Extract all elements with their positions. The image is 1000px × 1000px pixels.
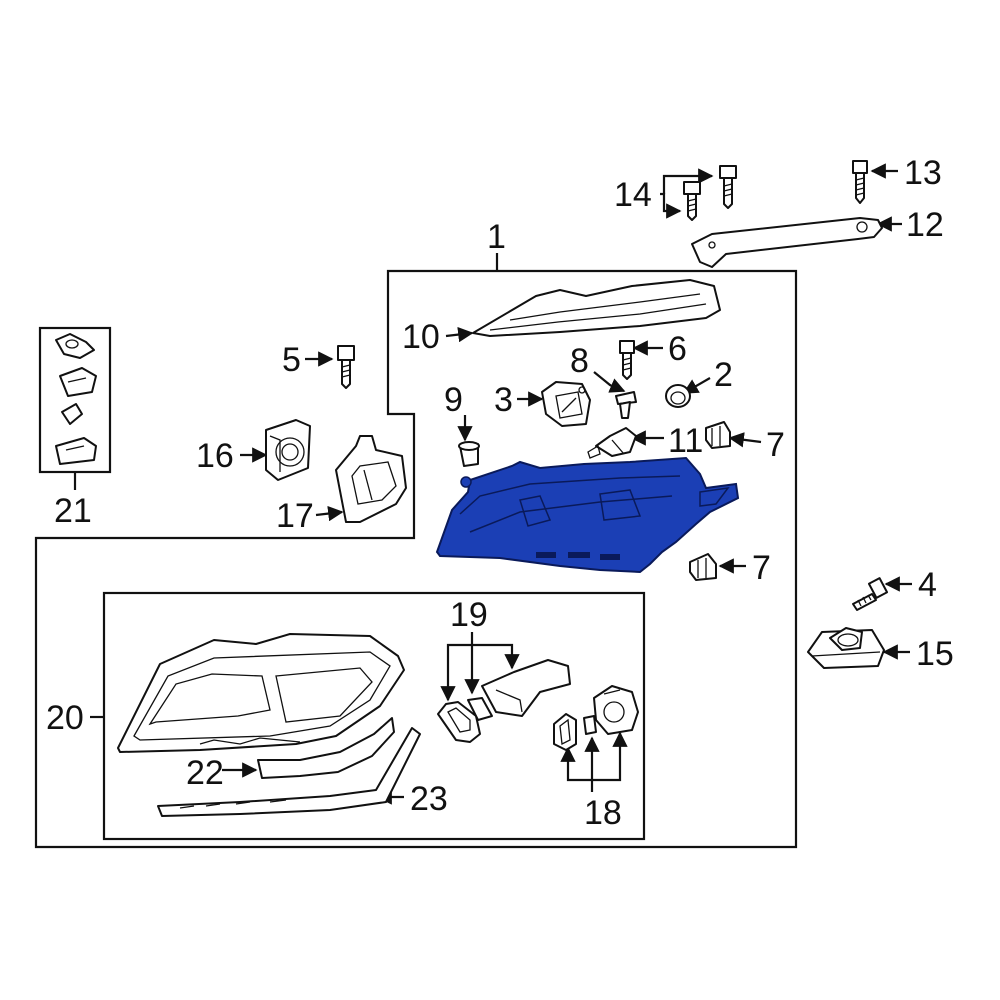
callout-16: 16 <box>196 437 234 475</box>
ballast-3 <box>541 381 591 427</box>
callout-15: 15 <box>916 635 954 673</box>
callout-19: 19 <box>450 596 488 634</box>
callout-14: 14 <box>614 176 652 214</box>
callout-6: 6 <box>668 330 687 368</box>
callout-20: 20 <box>46 699 84 737</box>
bulb-18 <box>583 715 597 735</box>
callout-11: 11 <box>668 422 703 460</box>
trim-strip-23 <box>157 727 421 817</box>
bolt-6 <box>619 340 635 380</box>
callout-18: 18 <box>584 794 622 832</box>
callout-13: 13 <box>904 154 942 192</box>
clip-19 <box>467 697 493 721</box>
bolt-5 <box>337 345 355 389</box>
headlamp-assembly-highlighted <box>435 456 740 574</box>
callout-1: 1 <box>487 218 506 256</box>
headlamp-lens-20 <box>117 633 405 753</box>
bolt-14b <box>683 181 701 221</box>
callout-22: 22 <box>186 754 224 792</box>
gasket-18 <box>553 713 577 751</box>
callout-5: 5 <box>282 341 301 379</box>
callout-8: 8 <box>570 342 589 380</box>
callout-7a: 7 <box>766 426 785 464</box>
lock-ring-2 <box>665 384 691 408</box>
bulb-cover-19 <box>481 659 571 717</box>
clip-7b <box>689 553 717 581</box>
callout-4: 4 <box>918 566 937 604</box>
callout-10: 10 <box>402 318 440 356</box>
bolt-4 <box>852 577 889 611</box>
mounting-bracket-12 <box>691 217 883 268</box>
bulb-holder-18 <box>593 685 639 735</box>
screw-8 <box>615 391 637 419</box>
callout-17: 17 <box>276 497 314 535</box>
clip-7a <box>705 421 731 449</box>
bulb-socket-11 <box>587 427 637 459</box>
headlamp-trim-10 <box>472 279 721 337</box>
ballast-15 <box>807 627 885 669</box>
grommet-9 <box>458 441 480 467</box>
control-module-16 <box>265 419 311 481</box>
leader-lines <box>73 163 912 805</box>
reflector-strip-22 <box>257 717 395 779</box>
adapter-housing-17 <box>335 435 407 523</box>
callout-3: 3 <box>494 381 513 419</box>
callout-7b: 7 <box>752 549 771 587</box>
callout-21: 21 <box>54 492 92 530</box>
headlamp-housing <box>435 456 740 574</box>
clip-kit-21 <box>55 333 97 465</box>
callout-2: 2 <box>714 356 733 394</box>
seal-ring-19 <box>437 701 481 743</box>
callout-12: 12 <box>906 206 944 244</box>
bolt-14a <box>719 165 737 209</box>
callout-23: 23 <box>410 780 448 818</box>
bolt-13 <box>852 160 868 204</box>
assembly-frame <box>34 269 798 849</box>
callout-9: 9 <box>444 381 463 419</box>
callout-labels: 1 2 3 4 5 6 7 7 8 9 10 11 12 13 14 15 16… <box>46 154 954 832</box>
